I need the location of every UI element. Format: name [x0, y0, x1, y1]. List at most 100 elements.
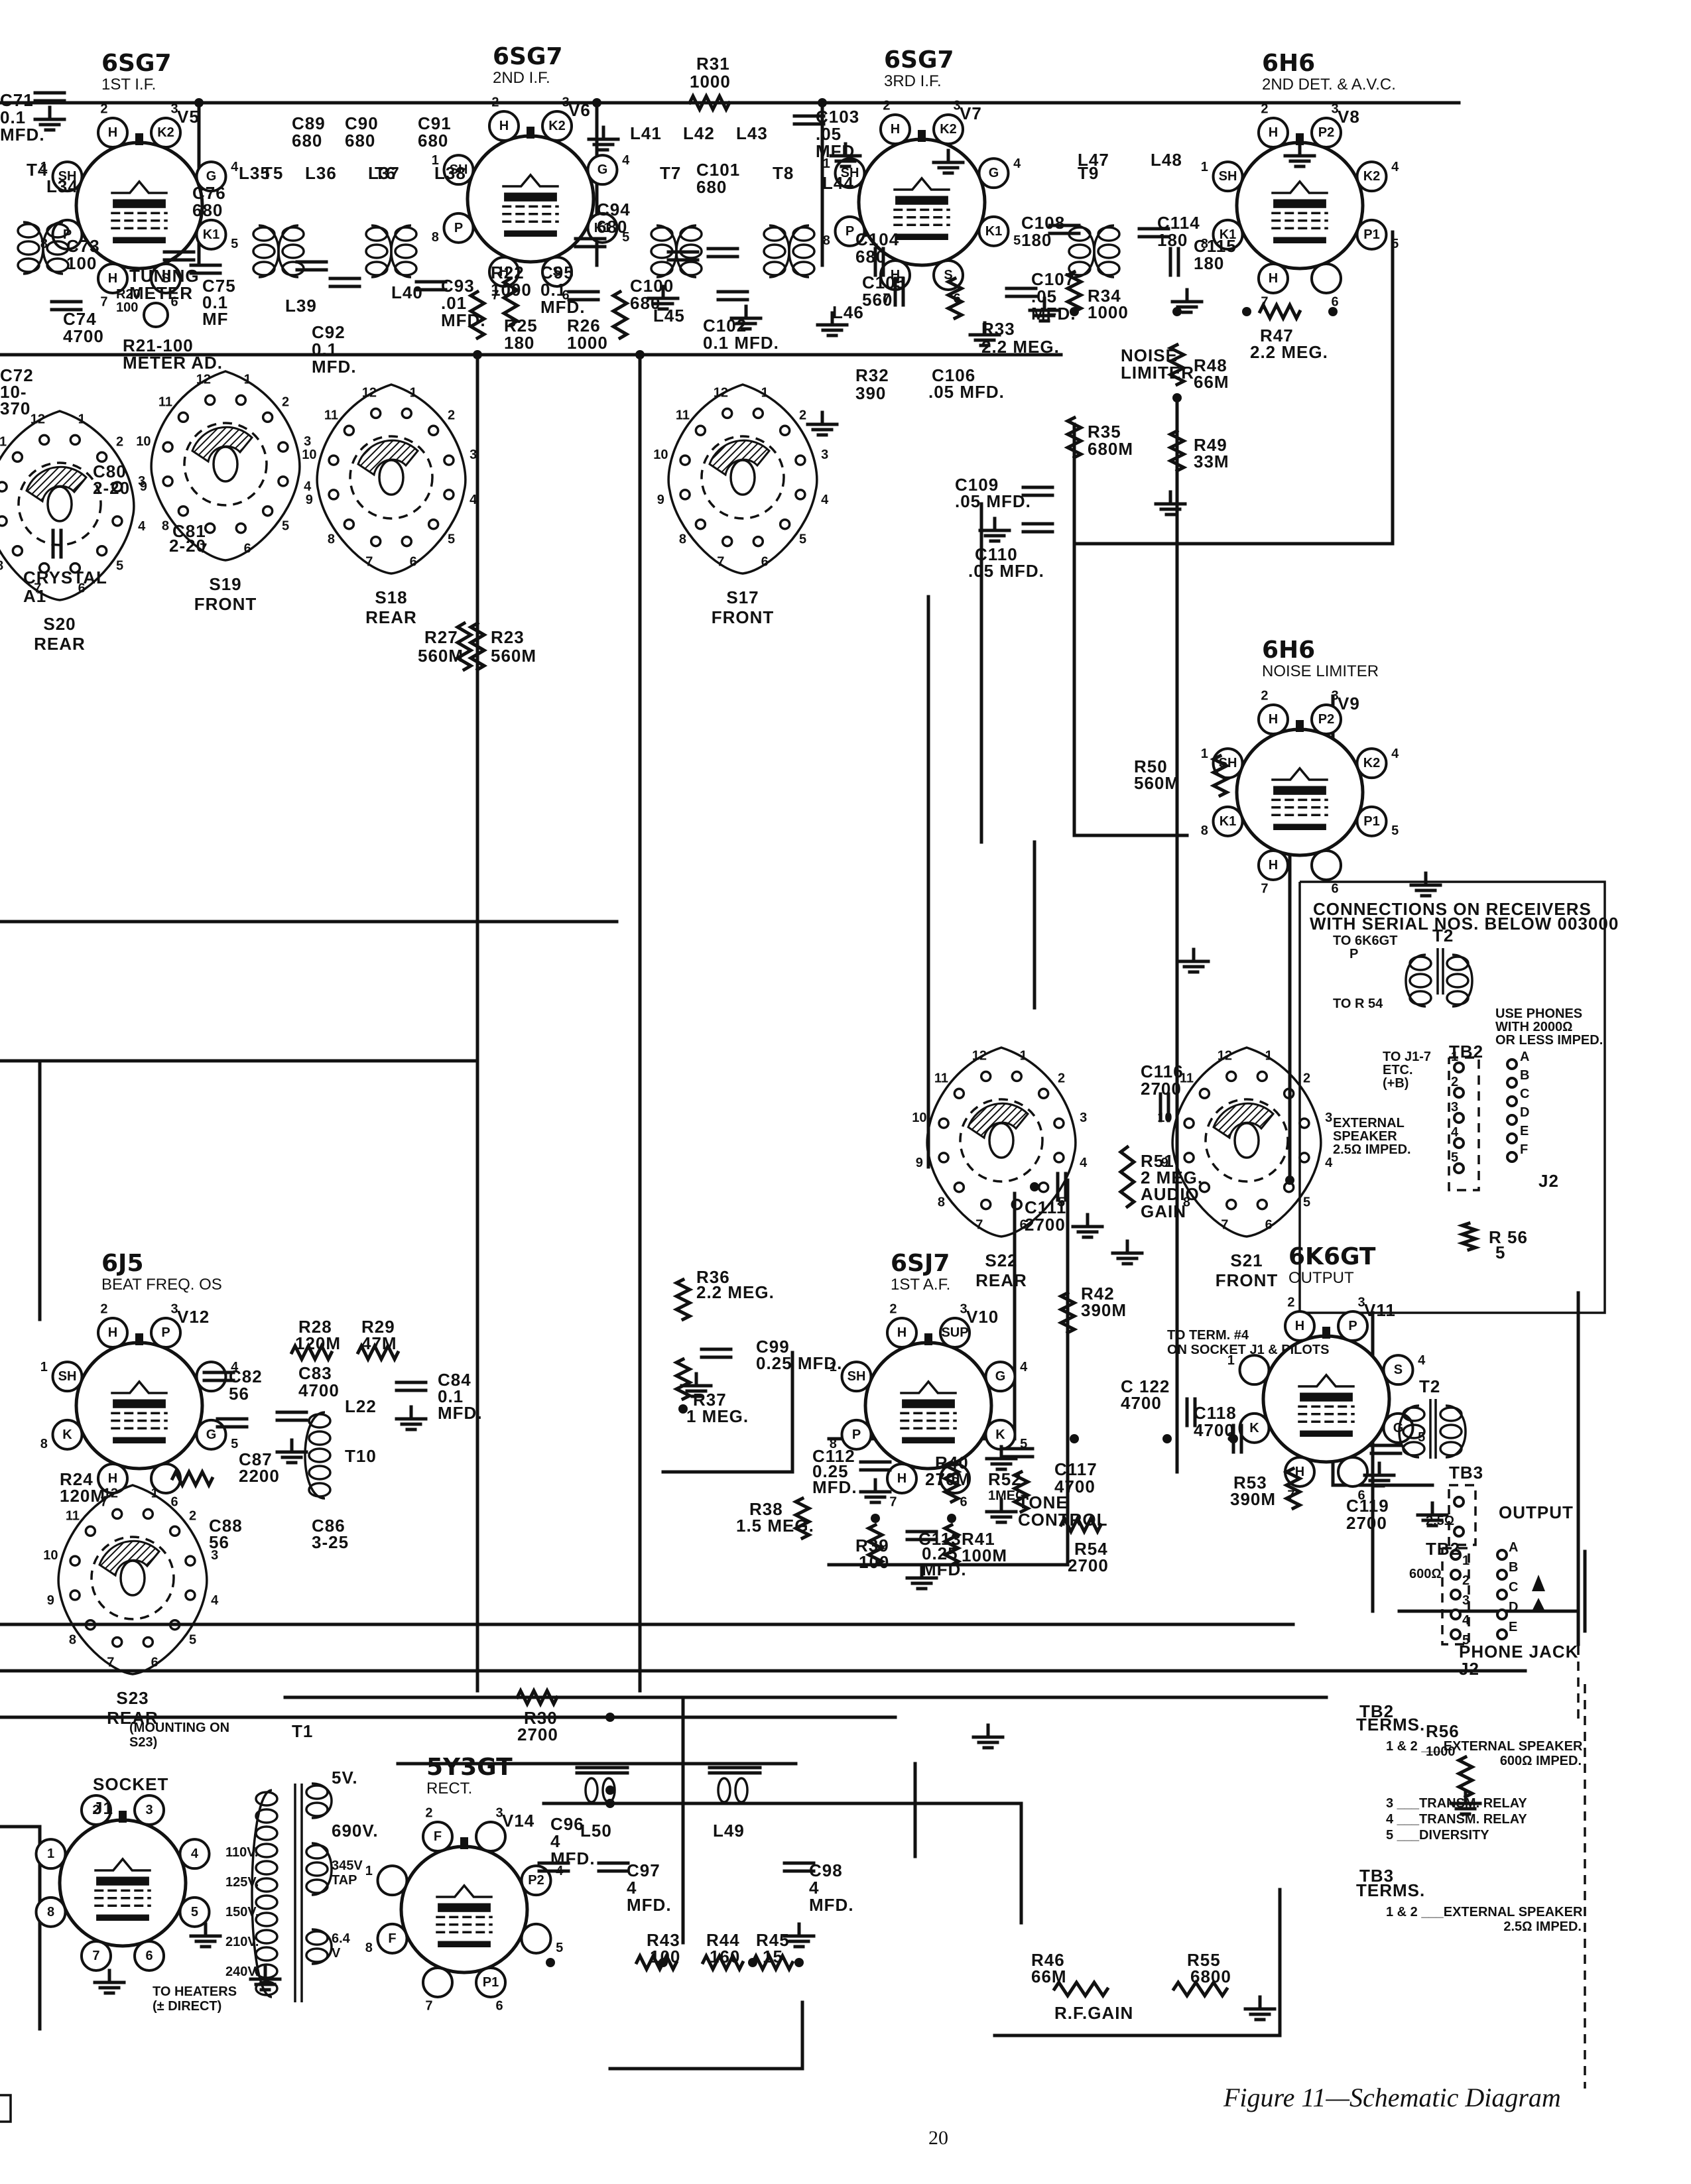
contact-number: 6 — [78, 581, 86, 596]
contact-number: 6 — [1020, 1218, 1027, 1233]
tube-pin — [541, 255, 574, 288]
resistor-symbol — [941, 1459, 962, 1504]
pin-label: G — [995, 1369, 1006, 1384]
resistor-symbol — [672, 1277, 694, 1322]
rotor-contact — [1212, 1102, 1275, 1140]
wafer-contact — [177, 505, 190, 517]
wafer-contact — [261, 505, 274, 517]
wafer-contact — [69, 1589, 81, 1601]
legend-row: 5 ___DIVERSITY — [1386, 1828, 1489, 1843]
capacitor-value: 180 — [1157, 230, 1188, 250]
ground-icon — [816, 311, 849, 337]
resistor-value: 100 — [116, 300, 138, 315]
figure-caption: Figure 11—Schematic Diagram — [1223, 2083, 1561, 2112]
contact-number: 6 — [410, 555, 417, 570]
wafer-contact — [1011, 1198, 1023, 1211]
ground-icon — [1449, 1790, 1482, 1816]
capacitor-value: MFD. — [550, 1849, 595, 1868]
terminal — [1453, 1062, 1465, 1073]
resistor-value: 120M — [295, 1333, 341, 1353]
pin-label: P2 — [1318, 125, 1334, 140]
pin-label: SH — [450, 162, 468, 177]
jack-contact-label: E — [1520, 1124, 1529, 1138]
tube-pin — [376, 1864, 408, 1897]
contact-number: 9 — [916, 1156, 923, 1170]
resistor-symbol — [1052, 1979, 1110, 1999]
tube-key — [135, 133, 143, 145]
capacitor-symbol — [1159, 1092, 1170, 1122]
wafer-contact — [779, 518, 791, 530]
contact-number: 4 — [138, 519, 146, 534]
capacitor-ref: C87 — [239, 1449, 273, 1469]
wafer-contact — [328, 489, 340, 501]
tube-function: RECT. — [426, 1780, 472, 1797]
tube-pin — [1337, 1455, 1369, 1488]
tube-pin — [1337, 1310, 1369, 1343]
contact-number: 4 — [304, 479, 312, 494]
switch-position: REAR — [107, 1708, 158, 1728]
pin-number: 2 — [1287, 1295, 1294, 1309]
resistor-ref: R54 — [1074, 1539, 1108, 1559]
pin-label: 3 — [145, 1803, 153, 1817]
inductor-coil — [252, 224, 280, 278]
wafer-contact — [1037, 1181, 1050, 1193]
tube-pin — [195, 160, 227, 193]
resistor-symbol — [515, 1687, 560, 1708]
coil-turn — [17, 240, 40, 256]
capacitor-ref: C102 — [703, 316, 747, 335]
rotor-shaft — [378, 459, 405, 496]
junction-dot — [1030, 1182, 1039, 1191]
resistor-symbol — [1171, 1979, 1229, 1999]
pin-label: K — [62, 1427, 72, 1442]
resistor-ref: R34 — [1088, 286, 1121, 306]
tube-function: 3RD I.F. — [884, 72, 942, 90]
capacitor-ref: C115 — [1194, 236, 1237, 256]
contact-number: 3 — [1325, 1111, 1332, 1125]
capacitor-symbol — [859, 1460, 892, 1472]
pin-number: 5 — [622, 230, 629, 245]
coil-turn — [255, 1877, 279, 1893]
inductor-coil — [305, 1842, 333, 1896]
output-label: OUTPUT — [1499, 1502, 1574, 1522]
pin-number: 4 — [231, 160, 239, 174]
pin-label: H — [108, 125, 117, 140]
contact-number: 5 — [116, 558, 123, 573]
wire — [993, 1888, 1282, 2037]
wafer-contact — [111, 515, 123, 527]
capacitor-ref: C90 — [345, 113, 379, 133]
contact-number: 1 — [410, 385, 417, 400]
contact-number: 6 — [1265, 1218, 1273, 1233]
pin-number: 2 — [100, 1302, 107, 1316]
terminal-number: 2 — [1462, 1573, 1470, 1588]
tube-pin — [977, 157, 1010, 190]
tube-pin — [1310, 117, 1343, 149]
resistor-ref: R56 — [1426, 1721, 1460, 1741]
pin-label: SH — [1219, 169, 1237, 184]
wafer-contact — [1198, 1181, 1211, 1193]
pin-number: 6 — [562, 288, 569, 303]
resistor-ref: R22 — [491, 263, 525, 282]
capacitor-ref: C81 — [172, 521, 206, 541]
contact-number: 12 — [103, 1486, 118, 1500]
tube-pin — [939, 1462, 971, 1494]
resistor-ref: R44 — [706, 1930, 740, 1950]
capacitor-value: MFD. — [922, 1559, 967, 1579]
resistor-value: 1000 — [567, 333, 608, 353]
to-term4-note: ON SOCKET J1 & PILOTS — [1167, 1343, 1329, 1357]
rotor-shaft — [46, 485, 73, 522]
pin-number: 3 — [953, 98, 960, 113]
coil-turn — [308, 1465, 332, 1481]
switch-position: FRONT — [194, 594, 257, 614]
tube-pin — [195, 1361, 227, 1393]
capacitor-value: 680 — [292, 131, 322, 151]
ground-icon — [1416, 1501, 1449, 1528]
resistor-symbol — [1166, 428, 1188, 473]
contact-number: 5 — [799, 532, 806, 546]
contact-number: 7 — [975, 1218, 983, 1233]
capacitor-symbol — [202, 1370, 235, 1382]
ground-icon — [971, 1723, 1005, 1750]
pin-label: H — [1269, 712, 1278, 727]
inductor-coil — [365, 224, 393, 278]
pin-number: 4 — [1020, 1360, 1028, 1374]
resistor-value: 2 MEG. — [1141, 1168, 1203, 1187]
